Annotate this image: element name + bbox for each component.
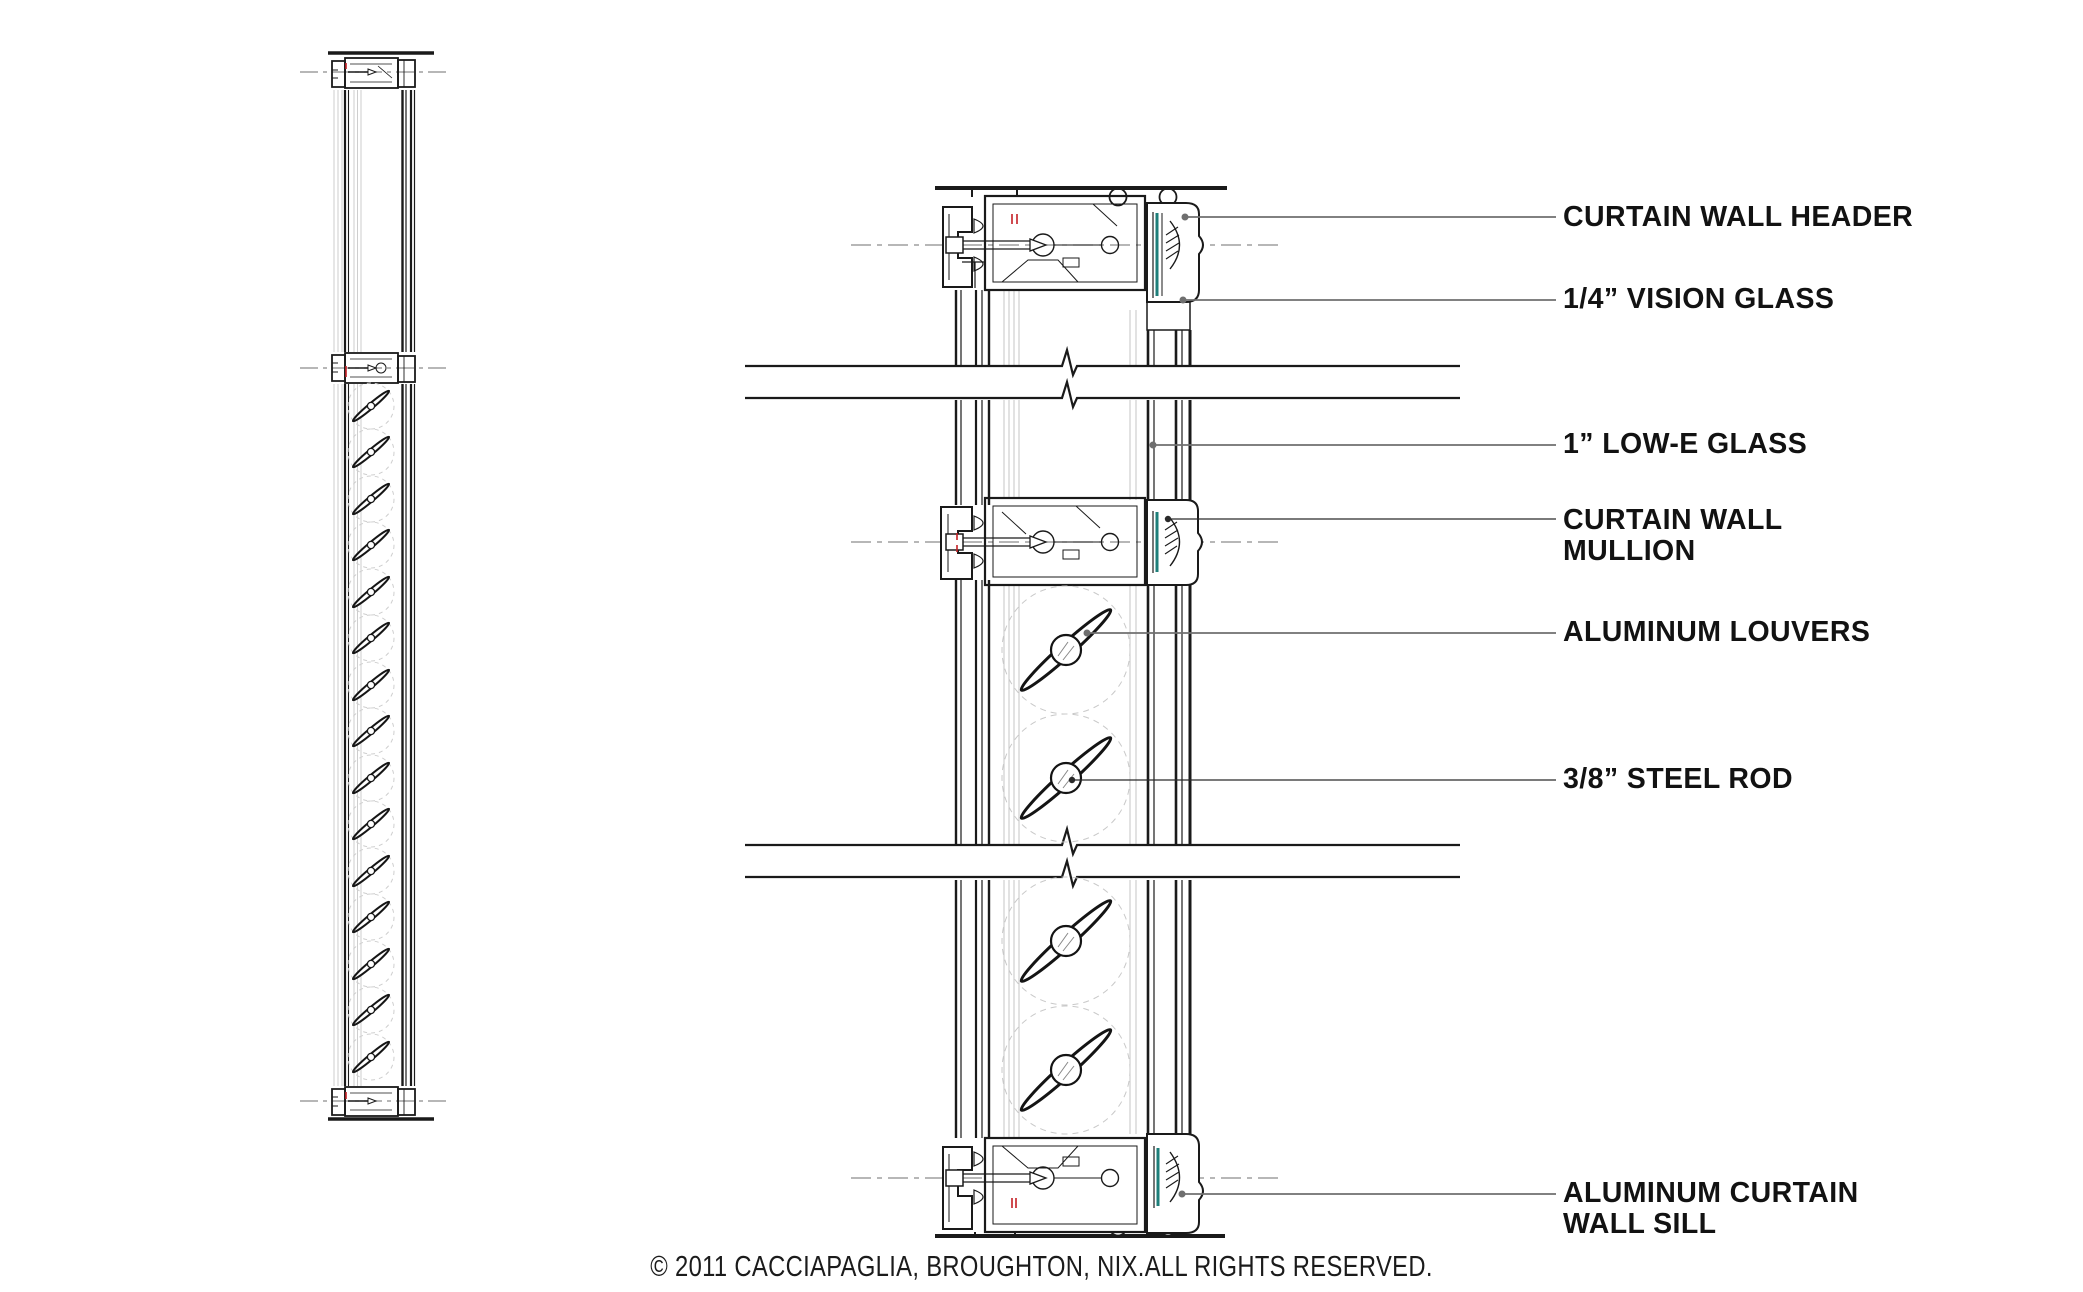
aluminum-louver-blades [1000,584,1132,1136]
callout-steel-rod: 3/8” STEEL ROD [1563,763,1793,795]
callout-low-e-glass: 1” LOW-E GLASS [1563,428,1808,460]
break-lines [745,345,1460,890]
left-mullion-assembly [331,352,416,384]
vision-glass-lines [954,290,1137,1138]
callout-curtain-wall-header: CURTAIN WALL HEADER [1563,201,1914,233]
copyright-notice: © 2011 CACCIAPAGLIA, BROUGHTON, NIX.ALL … [650,1251,1433,1283]
left-louver-panel [347,382,395,1081]
callout-aluminum-louvers: ALUMINUM LOUVERS [1563,616,1871,648]
enlarged-detail-view [745,186,1556,1238]
left-header-assembly [331,57,416,89]
curtain-wall-mullion-detail [940,496,1203,587]
callout-curtain-wall-mullion: CURTAIN WALL MULLION [1563,504,1783,567]
left-vision-glass-panel [333,90,416,1086]
callout-vision-glass: 1/4” VISION GLASS [1563,283,1835,315]
callout-curtain-wall-sill: ALUMINUM CURTAIN WALL SILL [1563,1177,1859,1240]
left-sill-assembly [331,1086,416,1117]
full-height-section-view [300,51,447,1121]
curtain-wall-sill-detail [942,1133,1204,1237]
leader-lines [1068,213,1556,1198]
low-e-glass-lines [1146,330,1192,1134]
